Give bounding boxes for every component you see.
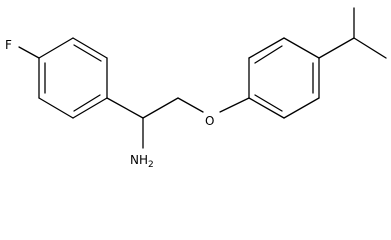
structure-diagram: F NH2 O	[5, 7, 387, 170]
bond	[283, 37, 320, 59]
bond	[38, 37, 74, 59]
isopropylphenyl-ring	[248, 37, 320, 119]
ch2-to-o-bond	[177, 97, 204, 113]
double-bond	[73, 44, 102, 62]
c-f-bond	[18, 46, 40, 59]
o-to-ring-bond	[219, 97, 250, 113]
double-bond	[73, 94, 101, 112]
fluorophenyl-ring	[38, 37, 108, 119]
bond	[72, 97, 108, 119]
ring-to-ch-bond	[106, 97, 144, 119]
amine-subscript: 2	[148, 160, 154, 170]
bond	[72, 37, 108, 59]
molecule-canvas: F NH2 O	[5, 7, 387, 170]
amine-label: NH2	[130, 153, 154, 170]
bond	[283, 97, 320, 119]
oxygen-label: O	[205, 114, 214, 128]
bond	[38, 97, 74, 119]
double-bond	[254, 45, 283, 64]
ch-to-ch2-bond	[142, 97, 179, 119]
bond	[248, 37, 285, 59]
amine-text: NH	[130, 153, 148, 167]
isopropyl-methyl-bond	[353, 37, 387, 59]
bond	[248, 97, 285, 119]
double-bond	[254, 94, 283, 112]
fluorine-label: F	[5, 38, 12, 52]
ring-to-ch-isopropyl-bond	[318, 37, 355, 59]
